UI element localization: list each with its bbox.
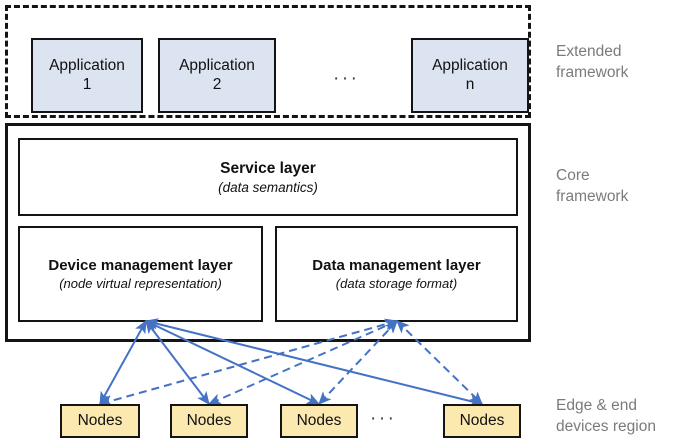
node-row-ellipsis: ··· <box>370 408 397 429</box>
application-box-1[interactable]: Application 1 <box>31 38 143 113</box>
application-2-line2: 2 <box>212 75 222 93</box>
extended-framework-region: Application 1 Application 2 ··· Applicat… <box>5 5 531 118</box>
node-box-2[interactable]: Nodes <box>170 404 248 438</box>
application-1-line2: 1 <box>82 75 92 93</box>
region-label-edge-devices: Edge & end devices region <box>556 396 656 438</box>
region-label-extended-framework: Extended framework <box>556 42 628 84</box>
data-management-layer-subtitle: (data storage format) <box>335 276 458 291</box>
device-management-layer-title: Device management layer <box>48 257 233 274</box>
node-box-3[interactable]: Nodes <box>280 404 358 438</box>
device-management-layer-box[interactable]: Device management layer (node virtual re… <box>18 226 263 322</box>
region-label-core-line2: framework <box>556 187 629 205</box>
node-box-n[interactable]: Nodes <box>443 404 521 438</box>
device-management-layer-subtitle: (node virtual representation) <box>59 276 222 291</box>
region-label-edge-line2: devices region <box>556 417 656 435</box>
service-layer-box[interactable]: Service layer (data semantics) <box>18 138 518 216</box>
application-2-line1: Application <box>179 57 255 75</box>
application-box-2[interactable]: Application 2 <box>158 38 276 113</box>
data-management-layer-box[interactable]: Data management layer (data storage form… <box>275 226 518 322</box>
region-label-core-framework: Core framework <box>556 166 628 208</box>
application-row-ellipsis: ··· <box>333 68 360 89</box>
application-n-line2: n <box>465 75 475 93</box>
region-label-edge-line1: Edge & end <box>556 397 638 414</box>
region-label-extended-line1: Extended <box>556 43 622 60</box>
region-label-extended-line2: framework <box>556 63 629 81</box>
data-management-layer-title: Data management layer <box>312 257 481 274</box>
service-layer-title: Service layer <box>220 159 316 177</box>
node-box-1[interactable]: Nodes <box>60 404 140 438</box>
application-n-line1: Application <box>432 57 508 75</box>
service-layer-subtitle: (data semantics) <box>218 179 318 195</box>
region-label-core-line1: Core <box>556 167 590 184</box>
application-box-n[interactable]: Application n <box>411 38 529 113</box>
application-1-line1: Application <box>49 57 125 75</box>
